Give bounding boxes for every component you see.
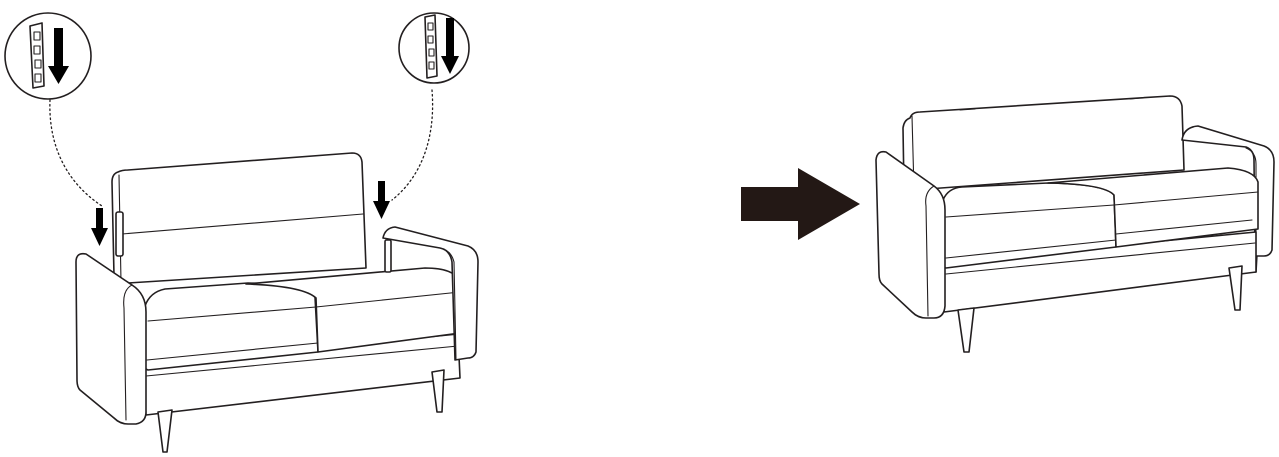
down-arrow-icon: [91, 208, 108, 246]
arm-left: [875, 150, 946, 319]
down-arrow-icon: [441, 18, 459, 74]
callout-guide-right: [391, 89, 434, 201]
leg-front-left: [957, 307, 975, 353]
unassembled-sofa: [4, 12, 479, 453]
arm-bracket-right: [384, 239, 392, 273]
backrest: [111, 152, 367, 284]
leg-front-left: [157, 409, 173, 453]
arm-right: [382, 226, 479, 361]
right-arrow-icon: [741, 168, 860, 240]
backrest: [902, 95, 1185, 191]
bracket-detail-left: [4, 12, 92, 100]
seat-cushions: [941, 167, 1259, 269]
leg-front-right: [1228, 265, 1243, 311]
seat-cushions: [143, 267, 461, 371]
down-arrow-icon: [48, 28, 69, 84]
bracket-icon: [29, 22, 45, 89]
arm-left: [75, 252, 147, 425]
leg-front-right: [431, 369, 445, 413]
callout-guide-left: [49, 99, 103, 207]
down-arrow-icon: [373, 181, 390, 219]
backrest-bracket-left: [115, 211, 124, 257]
bracket-icon: [424, 14, 438, 79]
bracket-detail-right: [398, 12, 470, 84]
assembled-sofa: [875, 95, 1275, 353]
